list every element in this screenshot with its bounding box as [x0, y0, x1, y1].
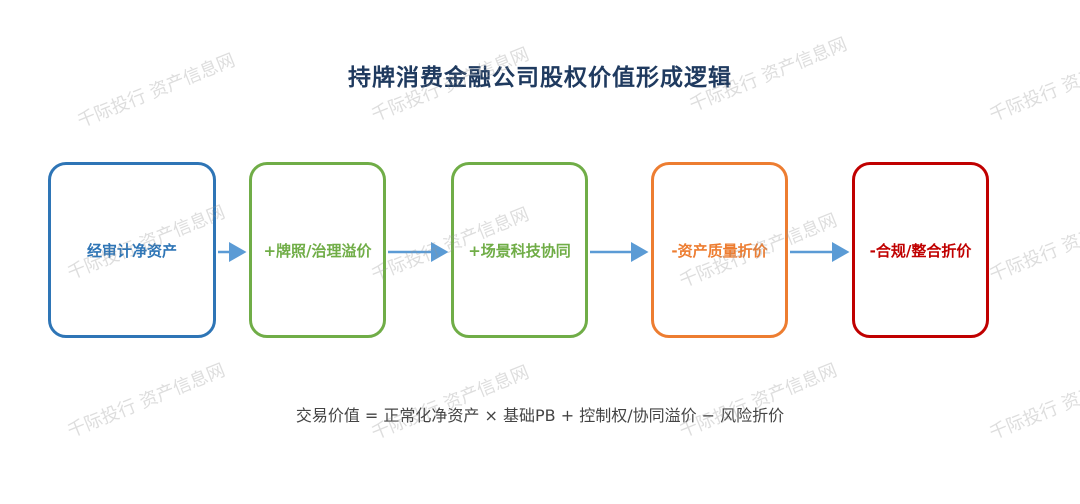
- box-scene-tech-synergy: +场景科技协同: [451, 162, 588, 338]
- box-audited-net-assets: 经审计净资产: [48, 162, 216, 338]
- watermark-text: 千际投行 资产信息网: [986, 203, 1080, 287]
- box-compliance-discount: -合规/整合折价: [852, 162, 989, 338]
- box-label-audited-net-assets: 经审计净资产: [86, 241, 177, 260]
- box-label-license-premium: +牌照/治理溢价: [263, 241, 372, 260]
- valuation-formula: 交易价值 = 正常化净资产 × 基础PB + 控制权/协同溢价 − 风险折价: [295, 406, 785, 425]
- box-label-scene-tech-synergy: +场景科技协同: [468, 241, 571, 260]
- box-license-premium: +牌照/治理溢价: [249, 162, 386, 338]
- watermark-text: 千际投行 资产信息网: [676, 359, 841, 443]
- watermark-text: 千际投行 资产信息网: [64, 359, 229, 443]
- diagram-title: 持牌消费金融公司股权价值形成逻辑: [348, 65, 732, 91]
- box-asset-quality-discount: -资产质量折价: [651, 162, 788, 338]
- box-label-compliance-discount: -合规/整合折价: [869, 241, 972, 260]
- box-label-asset-quality-discount: -资产质量折价: [671, 241, 768, 260]
